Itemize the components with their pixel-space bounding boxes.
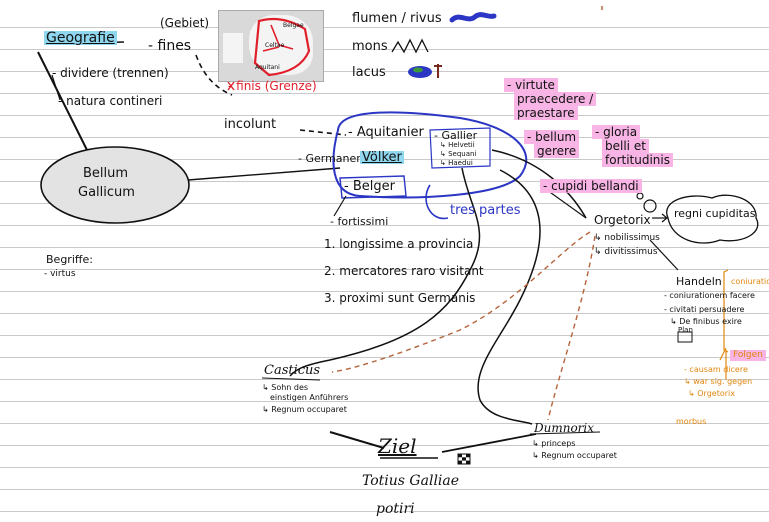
people-gallier: - Gallier [434,129,478,142]
begriffe-item-virtus: - virtus [44,269,76,279]
handeln-item-1: - coniurationem facere [664,291,755,300]
people-belger: - Belger [344,179,395,194]
gloria-line2: belli et [602,139,649,153]
handeln-aside: coniuratio [731,277,769,286]
center-title-line2: Gallicum [78,185,135,200]
feature-mons: mons [352,39,388,54]
handeln-plan: Plan [678,326,693,334]
dumnorix-name: Dumnorix [534,421,595,435]
map-label-aquitani: Aquitani [255,64,280,71]
ziel-line2: potiri [376,501,415,517]
casticus-item-1: ↳ Sohn des [262,383,309,392]
orgetorix-cloud-text: regni cupiditas [674,207,756,220]
casticus-item-3: ↳ Regnum occuparet [262,405,347,414]
folgen-item-3: ↳ Orgetorix [688,389,735,398]
map-borders [253,18,311,77]
geografie-title: Geografie [44,30,117,46]
folgen-item-1: - causam dicere [684,365,748,374]
ziel-title: Ziel [378,434,417,458]
tres-partes-label: tres partes [450,203,521,218]
handeln-title: Handeln [676,275,722,288]
finis-grenze-note: - finis (Grenze) [228,79,317,93]
map-label-celtae: Celtae [265,42,285,49]
handeln-item-2: - civitati persuadere [664,305,745,314]
virtute-line1: - virtute [504,78,558,92]
bellum-line2: gerere [534,144,580,158]
virtute-line3: praestare [514,106,578,120]
virtute-line2: praecedere / [514,92,597,106]
casticus-item-2: einstigen Anführers [270,393,349,402]
casticus-name: Casticus [264,363,321,378]
geografie-natura: - natura contineri [58,94,163,108]
people-volker: Völker [360,150,404,165]
orgetorix-divitissimus: ↳ divitissimus [594,247,658,257]
folgen-item-2: ↳ war sig. gegen [684,377,753,386]
dumnorix-item-1: ↳ princeps [532,439,576,448]
geografie-fines: - fines [148,38,192,54]
gallia-map-image: Belgae Celtae Aquitani [218,10,324,82]
geografie-dividere: - dividere (trennen) [52,66,169,80]
people-germanen: - Germanen [298,152,364,165]
dumnorix-item-2: ↳ Regnum occuparet [532,451,617,460]
orgetorix-nobilissimus: ↳ nobilissimus [594,233,660,243]
cupidi-bellandi: - cupidi bellandi [540,179,642,193]
begriffe-title: Begriffe: [46,253,93,266]
gloria-line1: - gloria [592,125,641,139]
geografie-gebiet: (Gebiet) [160,16,210,30]
map-legend [223,33,243,63]
people-aquitanier: - Aquitanier [348,125,424,140]
map-label-belgae: Belgae [283,22,304,29]
incolunt-label: incolunt [224,117,277,132]
center-title-line1: Bellum [83,166,129,181]
ziel-line1: Totius Galliae [362,473,460,489]
belger-reason-3: 3. proximi sunt Germanis [324,291,476,305]
belger-reason-2: 2. mercatores raro visitant [324,264,484,278]
folgen-morbus: morbus [676,417,707,426]
belger-reason-1: 1. longissime a provincia [324,237,474,251]
handeln-item-3: ↳ De finibus exire [670,317,742,326]
orgetorix-name: Orgetorix [594,213,651,227]
gallier-sub-sequani: ↳ Sequani [440,150,477,158]
gloria-line3: fortitudinis [602,153,673,167]
bellum-line1: - bellum [524,130,580,144]
feature-lacus: lacus [352,65,386,80]
gallier-sub-helvetii: ↳ Helvetii [440,141,475,149]
belger-fortissimi: - fortissimi [330,215,389,228]
gallier-sub-haedui: ↳ Haedui [440,159,473,167]
folgen-title: Folgen [730,350,766,361]
feature-flumen: flumen / rivus [352,11,442,26]
